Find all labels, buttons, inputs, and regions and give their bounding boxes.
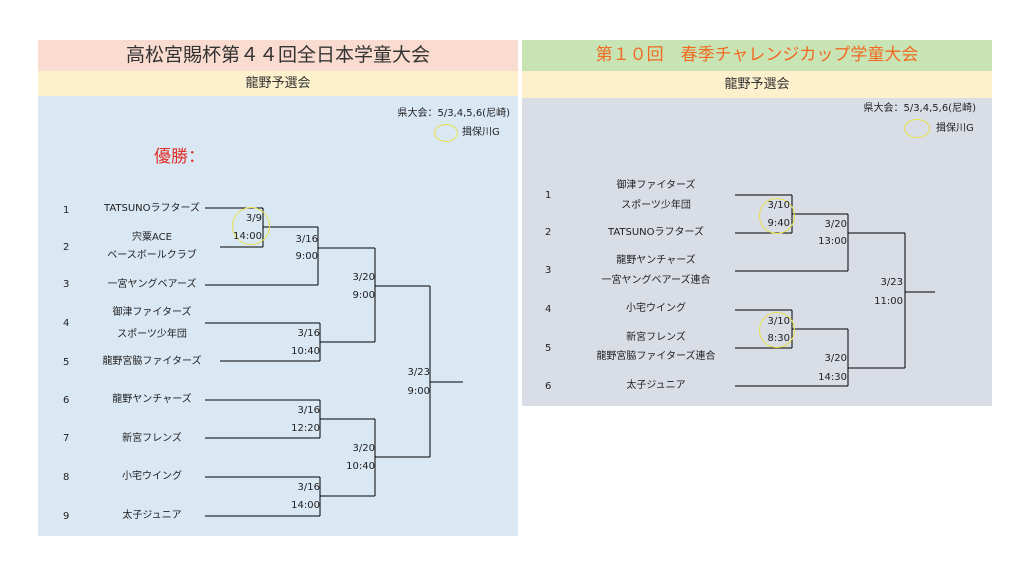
left-team-name: 一宮ヤングベアーズ bbox=[107, 279, 197, 290]
right-team-name-line2: 龍野宮脇ファイターズ連合 bbox=[596, 351, 716, 362]
left-match-time: 12:20 bbox=[291, 423, 320, 434]
right-match-date: 3/20 bbox=[824, 353, 847, 364]
left-match-date: 3/16 bbox=[295, 234, 318, 245]
right-team-name: 小宅ウイング bbox=[626, 303, 686, 314]
right-team-name: 御津ファイターズ bbox=[616, 180, 696, 191]
right-match-time: 9:40 bbox=[767, 218, 790, 229]
left-match-date: 3/20 bbox=[352, 443, 375, 454]
left-team-no: 2 bbox=[63, 242, 70, 253]
right-team-name: TATSUNOラフターズ bbox=[607, 227, 705, 238]
left-match-time: 10:40 bbox=[291, 346, 320, 357]
left-match-date: 3/20 bbox=[352, 272, 375, 283]
left-team-no: 6 bbox=[63, 395, 70, 406]
left-team-no: 5 bbox=[63, 357, 70, 368]
right-subtitle: 龍野予選会 bbox=[724, 77, 790, 92]
left-match-date: 3/9 bbox=[245, 213, 262, 224]
left-title-band: 高松宮賜杯第４４回全日本学童大会 bbox=[38, 40, 518, 71]
right-match-time: 11:00 bbox=[874, 296, 903, 307]
left-team-name: 太子ジュニア bbox=[122, 510, 182, 521]
right-match-date: 3/23 bbox=[880, 277, 903, 288]
left-match-time: 14:00 bbox=[233, 231, 262, 242]
left-venue-marker-icon bbox=[434, 124, 458, 142]
left-title: 高松宮賜杯第４４回全日本学童大会 bbox=[125, 44, 430, 66]
right-match-time: 13:00 bbox=[818, 236, 847, 247]
right-match-marker-icon bbox=[759, 198, 795, 234]
left-team-no: 9 bbox=[63, 511, 70, 522]
right-bracket-lines bbox=[735, 194, 935, 387]
right-title-band: 第１０回 春季チャレンジカップ学童大会 bbox=[522, 40, 992, 71]
left-match-time: 9:00 bbox=[407, 386, 430, 397]
left-team-name: 宍粟ACE bbox=[132, 232, 172, 243]
right-team-no: 1 bbox=[545, 190, 552, 201]
left-team-no: 8 bbox=[63, 472, 70, 483]
right-match-date: 3/10 bbox=[767, 200, 790, 211]
right-venue-info: 県大会：5/3,4,5,6(尼崎) bbox=[863, 103, 976, 114]
left-team-name-line2: ベースボールクラブ bbox=[107, 250, 197, 261]
right-match-date: 3/20 bbox=[824, 219, 847, 230]
left-team-no: 3 bbox=[63, 279, 70, 290]
left-match-time: 9:00 bbox=[352, 290, 375, 301]
left-match-time: 9:00 bbox=[295, 251, 318, 262]
right-match-marker-icon bbox=[759, 312, 795, 348]
right-team-name: 龍野ヤンチャーズ bbox=[616, 255, 696, 266]
right-venue-marker-icon bbox=[904, 119, 930, 138]
right-team-no: 2 bbox=[545, 227, 552, 238]
left-venue-name: 揖保川G bbox=[462, 127, 500, 138]
left-team-no: 4 bbox=[63, 318, 70, 329]
left-team-no: 1 bbox=[63, 205, 70, 216]
left-team-no: 7 bbox=[63, 433, 70, 444]
right-bracket-panel: 第１０回 春季チャレンジカップ学童大会 龍野予選会 県大会：5/3,4,5,6(… bbox=[522, 40, 992, 406]
left-match-time: 10:40 bbox=[346, 461, 375, 472]
left-team-name: 御津ファイターズ bbox=[112, 307, 192, 318]
left-subtitle-band: 龍野予選会 bbox=[38, 71, 518, 96]
right-team-no: 5 bbox=[545, 343, 552, 354]
right-team-name-line2: 一宮ヤングベアーズ連合 bbox=[601, 275, 711, 286]
left-bracket-panel: 高松宮賜杯第４４回全日本学童大会 龍野予選会 県大会：5/3,4,5,6(尼崎)… bbox=[38, 40, 518, 536]
right-team-no: 4 bbox=[545, 304, 552, 315]
left-team-name: TATSUNOラフターズ bbox=[103, 203, 201, 214]
left-bracket-lines bbox=[205, 207, 463, 517]
left-team-name: 龍野宮脇ファイターズ bbox=[102, 356, 202, 367]
right-match-time: 14:30 bbox=[818, 372, 847, 383]
right-venue-name: 揖保川G bbox=[936, 123, 974, 134]
right-team-name: 太子ジュニア bbox=[626, 380, 686, 391]
right-team-no: 3 bbox=[545, 265, 552, 276]
champion-label: 優勝： bbox=[154, 147, 205, 167]
left-match-date: 3/23 bbox=[407, 367, 430, 378]
right-team-no: 6 bbox=[545, 381, 552, 392]
right-subtitle-band: 龍野予選会 bbox=[522, 71, 992, 98]
left-subtitle: 龍野予選会 bbox=[245, 76, 311, 91]
left-team-name: 龍野ヤンチャーズ bbox=[112, 394, 192, 405]
left-match-date: 3/16 bbox=[297, 405, 320, 416]
right-team-name-line2: スポーツ少年団 bbox=[621, 200, 691, 211]
left-team-name: 小宅ウイング bbox=[122, 471, 182, 482]
right-title: 第１０回 春季チャレンジカップ学童大会 bbox=[595, 45, 919, 65]
right-match-time: 8:30 bbox=[767, 333, 790, 344]
left-team-name: 新宮フレンズ bbox=[122, 433, 182, 444]
left-match-date: 3/16 bbox=[297, 328, 320, 339]
right-match-date: 3/10 bbox=[767, 316, 790, 327]
right-team-name: 新宮フレンズ bbox=[626, 332, 686, 343]
left-match-date: 3/16 bbox=[297, 482, 320, 493]
left-match-marker-icon bbox=[232, 207, 270, 245]
left-match-time: 14:00 bbox=[291, 500, 320, 511]
left-team-name-line2: スポーツ少年団 bbox=[117, 329, 187, 340]
left-venue-info: 県大会：5/3,4,5,6(尼崎) bbox=[397, 108, 510, 119]
